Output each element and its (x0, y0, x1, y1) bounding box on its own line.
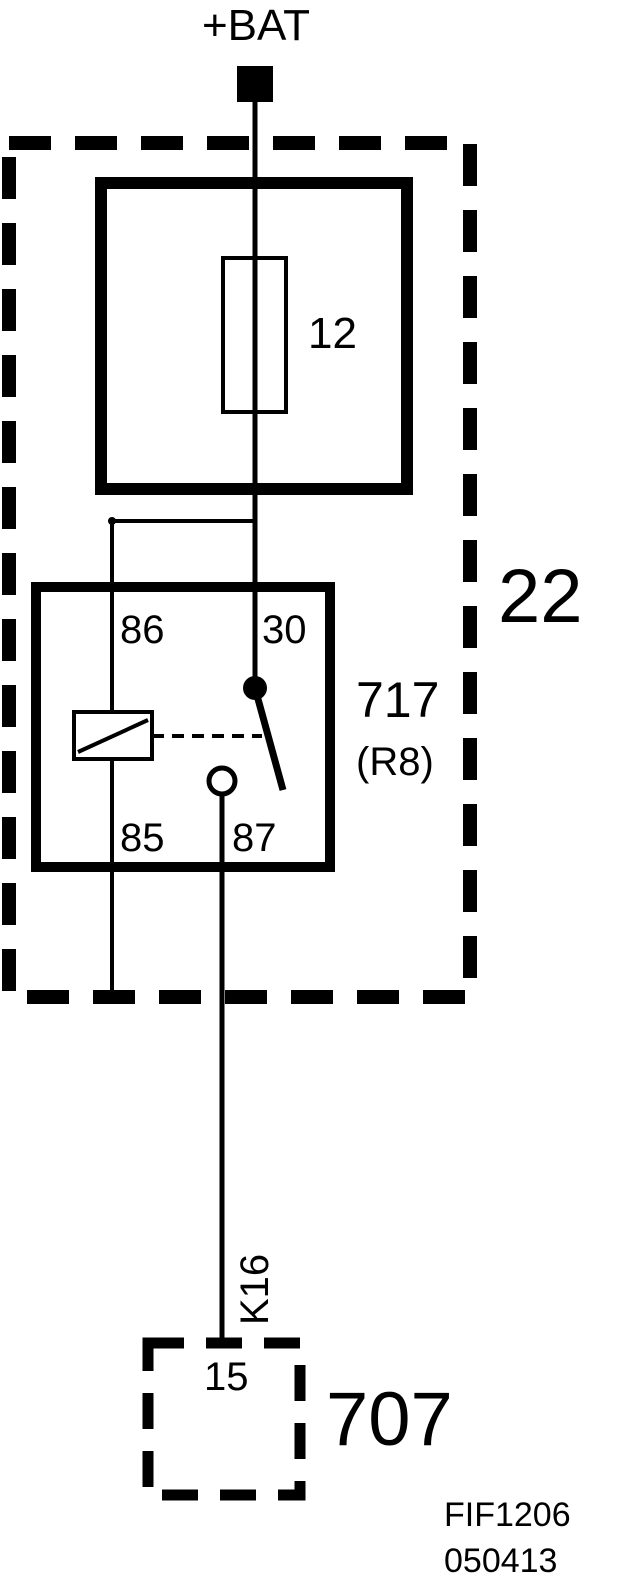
connector-pin-label: 15 (204, 1355, 249, 1399)
fuse-box-outline (2, 136, 477, 1004)
pin-86-label: 86 (120, 608, 165, 652)
relay-component-number: 717 (356, 672, 439, 728)
connector-component-number: 707 (326, 1377, 453, 1462)
relay-box (31, 582, 335, 872)
battery-terminal (237, 66, 273, 102)
supply-label: +BAT (202, 1, 310, 50)
relay-designation: (R8) (356, 740, 434, 784)
fuse-number: 12 (308, 309, 357, 358)
fuse-box-number: 22 (498, 554, 583, 639)
pin-85-label: 85 (120, 816, 165, 860)
wire-label: K16 (233, 1254, 277, 1325)
relay-coil-diagonal (77, 718, 149, 754)
pin-30-label: 30 (262, 608, 307, 652)
figure-code: 050413 (444, 1542, 557, 1580)
fuse-holder-box (95, 177, 413, 495)
contact-87-circle (206, 765, 238, 797)
contact-30-dot (243, 676, 267, 700)
relay-switch-arm (251, 687, 287, 791)
figure-id: FIF1206 (444, 1496, 571, 1534)
pin-87-label: 87 (232, 816, 277, 860)
